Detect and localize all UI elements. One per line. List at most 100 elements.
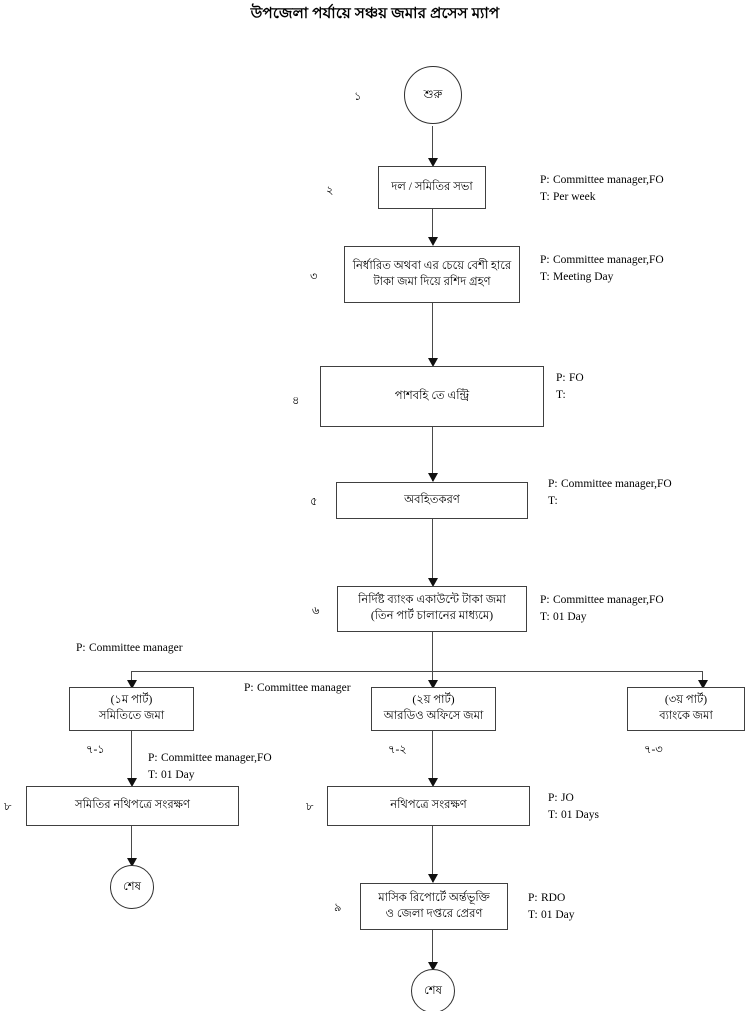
annotation-step8b-p-value: JO [561, 792, 574, 804]
annotation-step6-t-key: T: [540, 611, 550, 624]
node-step7b-line2: আরডিও অফিসে জমা [383, 710, 484, 722]
node-step8b[interactable]: নথিপত্রে সংরক্ষণ [327, 786, 530, 826]
connector-step9-to-end-mid [432, 930, 433, 970]
annotation-step3-p-key: P: [540, 254, 550, 266]
annotation-step9: P:RDO T:01 Day [528, 890, 575, 925]
node-step4[interactable]: পাশবহি তে এন্ট্রি [320, 366, 544, 427]
arrowhead-step8b [428, 778, 438, 787]
annotation-step8b: P:JO T:01 Days [548, 790, 599, 825]
annotation-step9-p-key: P: [528, 892, 538, 904]
annotation-step7b-p-value: Committee manager [257, 682, 351, 694]
node-end-left[interactable]: শেষ [110, 865, 154, 909]
arrowhead-step7a [127, 680, 137, 689]
page-title: উপজেলা পর্যায়ে সঞ্চয় জমার প্রসেস ম্যাপ [250, 6, 500, 22]
annotation-step3-t-value: Meeting Day [553, 271, 614, 284]
connector-start-to-step2 [432, 126, 433, 164]
node-step2-line1: দল / সমিতির সভা [391, 180, 473, 193]
annotation-step3-t-key: T: [540, 271, 550, 284]
annotation-step4-p-key: P: [556, 372, 566, 384]
connector-step4-to-step5 [432, 427, 433, 481]
node-step7a-line1: (১ম পার্ট) [110, 694, 153, 707]
node-step9-line1: মাসিক রিপোর্টে অর্ন্তভূক্তি [378, 891, 490, 904]
annotation-step3: P:Committee manager,FO T:Meeting Day [540, 252, 664, 287]
node-step3[interactable]: নির্ধারিত অথবা এর চেয়ে বেশী হারে টাকা জ… [344, 246, 520, 303]
node-end-middle[interactable]: শেষ [411, 969, 455, 1011]
connector-step3-to-step4 [432, 303, 433, 365]
node-end-middle-label: শেষ [424, 984, 442, 997]
node-step7c-line1: (৩য় পার্ট) [664, 694, 708, 707]
node-step7b[interactable]: (২য় পার্ট) আরডিও অফিসে জমা [371, 687, 496, 731]
node-start[interactable]: শুরু [404, 66, 462, 124]
annotation-step3-p-value: Committee manager,FO [553, 254, 664, 266]
arrowhead-step2 [428, 158, 438, 167]
connector-step7a-to-step8a [131, 731, 132, 785]
annotation-step6-t-value: 01 Day [553, 611, 587, 624]
step-number-7-1: ৭-১ [86, 744, 105, 756]
node-step5[interactable]: অবহিতকরণ [336, 482, 528, 519]
connector-step5-to-step6 [432, 519, 433, 585]
annotation-step6: P:Committee manager,FO T:01 Day [540, 592, 664, 627]
node-step7a[interactable]: (১ম পার্ট) সমিতিতে জমা [69, 687, 194, 731]
node-step6-line1: নির্দিষ্ট ব্যাংক একাউন্টে টাকা জমা [358, 594, 506, 607]
annotation-step8a-t-value: 01 Day [161, 769, 195, 782]
step-number-6: ৬ [312, 605, 320, 617]
step-number-5: ৫ [310, 496, 318, 508]
node-step5-line1: অবহিতকরণ [404, 493, 460, 506]
step-number-3: ৩ [310, 271, 318, 283]
annotation-step8b-p-key: P: [548, 792, 558, 804]
annotation-step5: P:Committee manager,FO T: [548, 476, 672, 511]
annotation-step7a-p-value: Committee manager [89, 642, 183, 654]
arrowhead-step8a [127, 778, 137, 787]
branch-bus-line [131, 671, 702, 672]
annotation-step2-p-value: Committee manager,FO [553, 174, 664, 186]
node-end-left-label: শেষ [123, 880, 141, 893]
node-step3-line1: নির্ধারিত অথবা এর চেয়ে বেশী হারে [352, 259, 512, 272]
arrowhead-step4 [428, 358, 438, 367]
node-step7b-line1: (২য় পার্ট) [412, 694, 455, 707]
node-step7c[interactable]: (৩য় পার্ট) ব্যাংকে জমা [627, 687, 745, 731]
node-step2[interactable]: দল / সমিতির সভা [378, 166, 486, 209]
node-step6[interactable]: নির্দিষ্ট ব্যাংক একাউন্টে টাকা জমা (তিন … [337, 586, 527, 632]
annotation-step8a-p-key: P: [148, 752, 158, 764]
annotation-step4-t-key: T: [556, 389, 566, 402]
step-number-2: ২ [326, 185, 334, 197]
annotation-step6-p-key: P: [540, 594, 550, 606]
connector-step6-to-branch [432, 632, 433, 671]
step-number-4: ৪ [292, 395, 300, 407]
arrowhead-step7b [428, 680, 438, 689]
node-step9-line2: ও জেলা দপ্তরে প্রেরণ [385, 907, 483, 920]
annotation-step2-t-value: Per week [553, 191, 596, 204]
connector-step2-to-step3 [432, 209, 433, 244]
connector-step8a-to-end-left [131, 826, 132, 866]
annotation-step5-p-key: P: [548, 478, 558, 490]
step-number-7-3: ৭-৩ [644, 744, 663, 756]
annotation-step7a-p-key: P: [76, 642, 86, 654]
node-step4-line1: পাশবহি তে এন্ট্রি [394, 389, 470, 402]
step-number-7-2: ৭-২ [388, 744, 407, 756]
annotation-step9-p-value: RDO [541, 892, 566, 904]
annotation-step2: P:Committee manager,FO T:Per week [540, 172, 664, 207]
arrowhead-step3 [428, 237, 438, 246]
step-number-9: ৯ [334, 902, 342, 914]
step-number-1: ১ [354, 91, 362, 103]
arrowhead-step9 [428, 874, 438, 883]
annotation-step8a-p-value: Committee manager,FO [161, 752, 272, 764]
connector-step7b-to-step8b [432, 731, 433, 785]
annotation-step9-t-value: 01 Day [541, 909, 575, 922]
annotation-step2-p-key: P: [540, 174, 550, 186]
annotation-step5-t-key: T: [548, 495, 558, 508]
node-step9[interactable]: মাসিক রিপোর্টে অর্ন্তভূক্তি ও জেলা দপ্তর… [360, 883, 508, 930]
connector-branch-right [702, 671, 703, 686]
step-number-8-left: ৮ [4, 801, 12, 813]
node-step8a-line1: সমিতির নথিপত্রে সংরক্ষণ [75, 799, 190, 812]
arrowhead-step6 [428, 578, 438, 587]
annotation-step8a: P:Committee manager,FO T:01 Day [148, 750, 272, 785]
annotation-step4-p-value: FO [569, 372, 584, 384]
node-start-label: শুরু [423, 88, 443, 101]
node-step7c-line2: ব্যাংকে জমা [659, 710, 713, 722]
node-step3-line2: টাকা জমা দিয়ে রশিদ গ্রহণ [373, 275, 491, 288]
arrowhead-step5 [428, 473, 438, 482]
node-step8a[interactable]: সমিতির নথিপত্রে সংরক্ষণ [26, 786, 239, 826]
annotation-step9-t-key: T: [528, 909, 538, 922]
